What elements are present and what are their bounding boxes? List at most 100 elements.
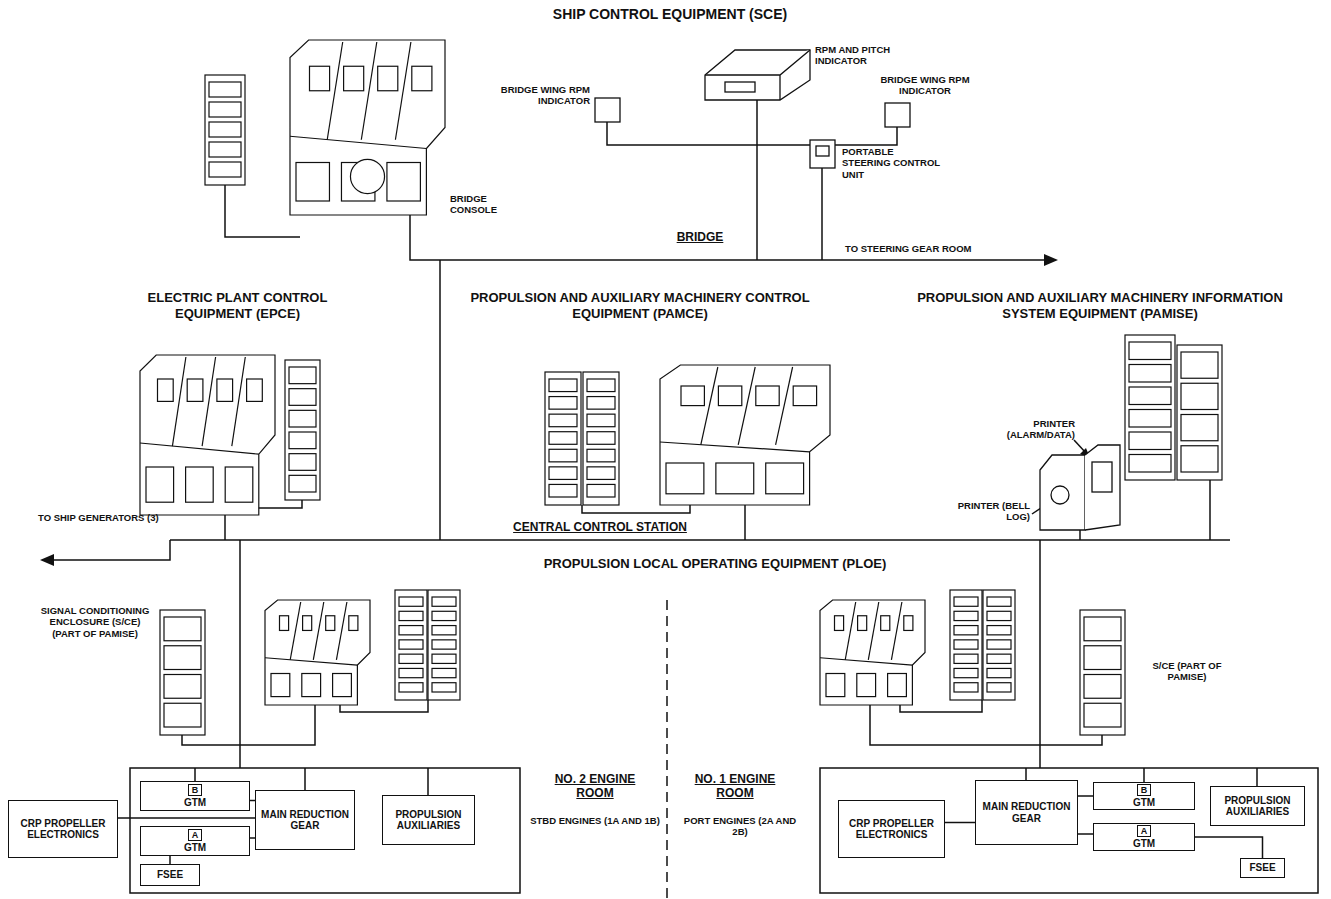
console-screen xyxy=(217,379,233,401)
cabinet-drawer xyxy=(209,102,241,117)
callout-label: NO. 2 ENGINE ROOM xyxy=(535,772,655,801)
callout-label: PRINTER (ALARM/DATA) xyxy=(975,418,1075,441)
console-screen xyxy=(835,616,844,631)
cabinet-drawer xyxy=(1181,415,1218,441)
callout-label: PRINTER (BELL LOG) xyxy=(940,500,1030,523)
cabinet-drawer xyxy=(587,414,615,427)
cabinet-drawer xyxy=(987,611,1011,620)
equipment-box: FSEE xyxy=(1240,858,1285,878)
connector-line xyxy=(118,817,255,819)
console-lower-panel xyxy=(716,463,754,494)
console-lower-panel xyxy=(857,674,876,697)
callout-label: RPM AND PITCH INDICATOR xyxy=(815,44,900,67)
console-screen xyxy=(718,386,741,406)
engine-room-loop xyxy=(820,768,1318,893)
console-panel-divider xyxy=(868,602,879,660)
bus-line xyxy=(410,215,1045,260)
console-panel-divider xyxy=(202,357,216,446)
cabinet-drawer xyxy=(432,640,456,649)
cabinet-drawer xyxy=(164,703,201,727)
console-lower-panel xyxy=(666,463,704,494)
callout-label: CENTRAL CONTROL STATION xyxy=(500,520,700,534)
console-screen xyxy=(158,379,174,401)
indicator-dial xyxy=(725,82,755,92)
steering-wheel xyxy=(350,159,384,193)
box-text: FSEE xyxy=(1249,862,1275,874)
console-screen xyxy=(310,66,330,91)
box-text: CRP PROPELLER ELECTRONICS xyxy=(841,818,942,841)
console-desk-edge xyxy=(660,442,810,452)
equipment-cabinet xyxy=(1080,610,1125,735)
cabinet-drawer xyxy=(399,668,423,677)
callout-label: SIGNAL CONDITIONING ENCLOSURE (S/CE) (PA… xyxy=(35,605,155,639)
cabinet-drawer xyxy=(954,654,978,663)
equipment-cabinet xyxy=(950,590,982,700)
box-text: PROPULSION AUXILIARIES xyxy=(1213,795,1302,818)
engine-tag: A xyxy=(1137,825,1152,837)
engine-tag: B xyxy=(1137,784,1152,796)
cabinet-drawer xyxy=(587,432,615,445)
callout-label: BRIDGE xyxy=(665,230,735,244)
rpm-pitch-indicator xyxy=(705,50,810,100)
console-screen xyxy=(904,616,913,631)
cabinet-drawer xyxy=(1129,342,1171,360)
cabinet-drawer xyxy=(209,122,241,137)
control-console xyxy=(820,600,925,705)
cabinet-drawer xyxy=(164,675,201,699)
console-lower-panel xyxy=(333,674,352,697)
connector-line xyxy=(945,822,975,824)
cabinet-drawer xyxy=(1084,646,1121,670)
cabinet-drawer xyxy=(954,683,978,692)
cabinet-drawer xyxy=(432,683,456,692)
cabinet-drawer xyxy=(432,626,456,635)
callout-label: PORT ENGINES (2A AND 2B) xyxy=(675,815,805,838)
cabinet-drawer xyxy=(587,397,615,410)
cabinet-drawer xyxy=(954,626,978,635)
bus-line xyxy=(756,100,758,260)
callout-label: PROPULSION AND AUXILIARY MACHINERY CONTR… xyxy=(470,290,810,321)
console-screen xyxy=(881,616,890,631)
console-lower-panel xyxy=(271,674,290,697)
box-text: CRP PROPELLER ELECTRONICS xyxy=(11,818,115,841)
control-console xyxy=(290,40,445,215)
arrow-head xyxy=(1044,254,1058,266)
cabinet-drawer xyxy=(1129,455,1171,473)
cabinet-drawer xyxy=(587,467,615,480)
cabinet-drawer xyxy=(587,484,615,497)
console-lower-panel xyxy=(766,463,804,494)
box-text: PROPULSION AUXILIARIES xyxy=(385,809,472,832)
cabinet-drawer xyxy=(549,397,577,410)
cabinet-drawer xyxy=(549,467,577,480)
cabinet-drawer xyxy=(289,410,316,427)
equipment-box: BGTM xyxy=(140,781,250,811)
connector-line xyxy=(1195,837,1263,858)
cabinet-drawer xyxy=(1181,352,1218,378)
cabinet-drawer xyxy=(432,597,456,606)
bus-line xyxy=(224,515,226,540)
console-lower-panel xyxy=(296,163,329,202)
cabinet-drawer xyxy=(209,142,241,157)
cabinet-drawer xyxy=(289,454,316,471)
callout-label: PORTABLE STEERING CONTROL UNIT xyxy=(842,146,942,180)
cabinet-drawer xyxy=(399,640,423,649)
bus-line xyxy=(1079,530,1081,540)
callout-label: TO SHIP GENERATORS (3) xyxy=(38,512,166,523)
console-panel-divider xyxy=(313,602,324,660)
equipment-box: FSEE xyxy=(140,864,200,886)
console-panel-divider xyxy=(336,602,347,660)
callout-label: ELECTRIC PLANT CONTROL EQUIPMENT (EPCE) xyxy=(130,290,345,321)
cabinet-drawer xyxy=(954,597,978,606)
equipment-cabinet xyxy=(545,372,581,505)
equipment-box: CRP PROPELLER ELECTRONICS xyxy=(838,800,945,858)
callout-label: STBD ENGINES (1A AND 1B) xyxy=(530,815,660,826)
cabinet-drawer xyxy=(1084,703,1121,727)
cabinet-drawer xyxy=(954,668,978,677)
cabinet-drawer xyxy=(289,432,316,449)
room-divider xyxy=(666,600,668,899)
cabinet-drawer xyxy=(1181,383,1218,409)
callout-label: NO. 1 ENGINE ROOM xyxy=(675,772,795,801)
cabinet-drawer xyxy=(289,389,316,406)
cabinet-drawer xyxy=(549,484,577,497)
